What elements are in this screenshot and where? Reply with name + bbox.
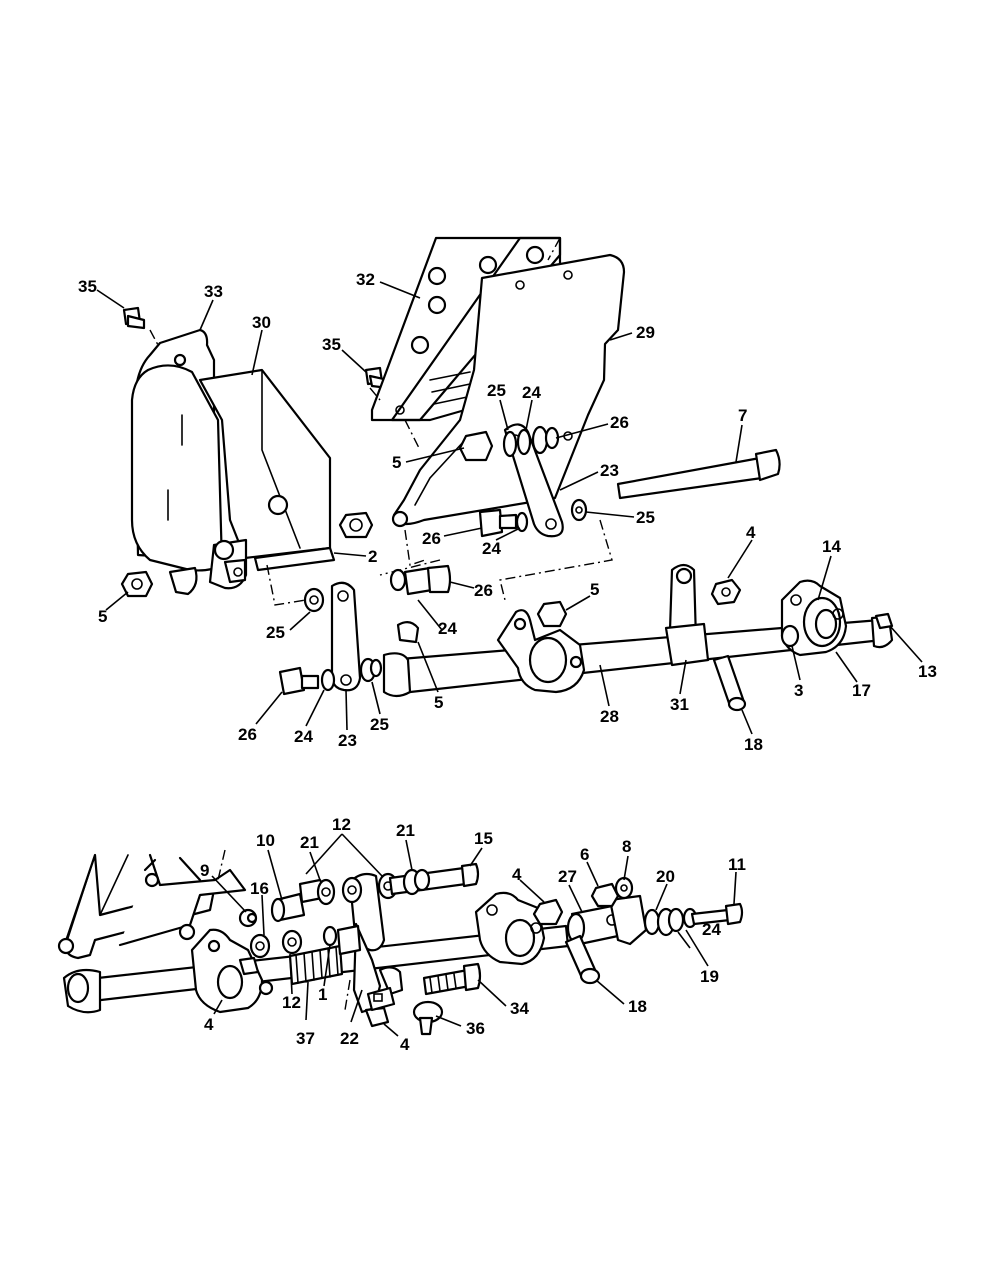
callout-24-lower: 24 [294, 727, 313, 746]
callout-21-left: 21 [300, 833, 319, 852]
callout-37: 37 [296, 1029, 315, 1048]
callout-26-upper: 26 [610, 413, 629, 432]
collar-27 [566, 894, 648, 946]
lower-assembly [57, 833, 744, 1037]
callout-9: 9 [200, 861, 209, 880]
bolt-7 [616, 448, 781, 500]
callout-20: 20 [656, 867, 675, 886]
bearing-flange-right [780, 579, 894, 657]
callout-24-upper: 24 [522, 383, 541, 402]
callout-labels: 35 33 30 32 35 29 25 24 26 7 5 23 26 24 … [78, 270, 937, 1054]
bracket-plate-29 [391, 253, 626, 528]
upper-assembly [96, 236, 923, 735]
callout-4-upper: 4 [746, 523, 756, 542]
pin-36 [412, 1000, 444, 1036]
cover-plate-33 [130, 328, 224, 572]
link-23-lower [330, 581, 362, 692]
callout-5-shaft: 5 [590, 580, 599, 599]
callout-26-lower: 26 [238, 725, 257, 744]
flange-nut-5-left [120, 570, 154, 598]
callout-34: 34 [510, 999, 529, 1018]
stud-2 [253, 546, 336, 572]
nut-4-upper [710, 578, 742, 606]
nut-6-washer-8 [590, 876, 634, 908]
upper-leaders [96, 281, 923, 735]
bushings-10-16-12 [249, 878, 338, 959]
lower-leaders [211, 833, 737, 1037]
callout-16: 16 [250, 879, 269, 898]
callout-27: 27 [558, 867, 577, 886]
arm-assembly-12-22 [336, 872, 404, 1028]
callout-3: 3 [794, 681, 803, 700]
callout-7: 7 [738, 406, 747, 425]
bearing-flange-lower-right [474, 891, 564, 966]
bearing-flange-lower-left [190, 908, 274, 1014]
callout-10: 10 [256, 831, 275, 850]
callout-21-right: 21 [396, 821, 415, 840]
callout-15: 15 [474, 829, 493, 848]
callout-12-top: 12 [332, 815, 351, 834]
callout-12-bottom: 12 [282, 993, 301, 1012]
callout-4-flange: 4 [204, 1015, 214, 1034]
callout-18-upper: 18 [744, 735, 763, 754]
flange-nut-upper [338, 511, 374, 539]
assembly-guide-lines [149, 237, 613, 606]
callout-4-bottom: 4 [400, 1035, 410, 1054]
callout-11: 11 [728, 855, 746, 874]
bolt-18-lower [564, 934, 601, 985]
callout-26-lower-right: 26 [474, 581, 493, 600]
callout-31: 31 [670, 695, 689, 714]
callout-24-lower-right: 24 [438, 619, 457, 638]
callout-33: 33 [204, 282, 223, 301]
callout-8: 8 [622, 837, 631, 856]
callout-5-lower: 5 [434, 693, 443, 712]
callout-35-middle: 35 [322, 335, 341, 354]
screw-35-left [122, 306, 146, 330]
callout-4-collar: 4 [512, 865, 522, 884]
bolt-34 [422, 962, 482, 996]
callout-18-lower: 18 [628, 997, 647, 1016]
callout-19: 19 [700, 967, 719, 986]
callout-24-mid: 24 [482, 539, 501, 558]
callout-5-upper: 5 [392, 453, 401, 472]
callout-25-upper: 25 [487, 381, 506, 400]
callout-6: 6 [580, 845, 589, 864]
callout-17: 17 [852, 681, 871, 700]
hardware-lower [278, 564, 452, 696]
callout-29: 29 [636, 323, 655, 342]
bolt-15 [388, 862, 480, 896]
callout-13: 13 [918, 662, 937, 681]
callout-25-mid: 25 [636, 508, 655, 527]
callout-36: 36 [466, 1019, 485, 1038]
callout-35-left: 35 [78, 277, 97, 296]
bolt-18-upper [712, 654, 747, 712]
callout-22: 22 [340, 1029, 359, 1048]
callout-28: 28 [600, 707, 619, 726]
callout-30: 30 [252, 313, 271, 332]
callout-32: 32 [356, 270, 375, 289]
arm-31 [664, 563, 710, 667]
bracket-30 [168, 368, 332, 596]
callout-14: 14 [822, 537, 841, 556]
callout-5-left: 5 [98, 607, 107, 626]
bearing-flange-center [496, 600, 586, 694]
callout-25-lower: 25 [370, 715, 389, 734]
frame-left [57, 849, 247, 960]
hardware-upper-24-25-26 [458, 425, 588, 538]
callout-26-mid: 26 [422, 529, 441, 548]
callout-23-lower: 23 [338, 731, 357, 750]
callout-23-upper: 23 [600, 461, 619, 480]
callout-2: 2 [368, 547, 377, 566]
callout-24-lower-assembly: 24 [702, 920, 721, 939]
callout-1: 1 [318, 985, 327, 1004]
hardware-19-20-24-11 [643, 902, 744, 937]
callout-25-left: 25 [266, 623, 285, 642]
